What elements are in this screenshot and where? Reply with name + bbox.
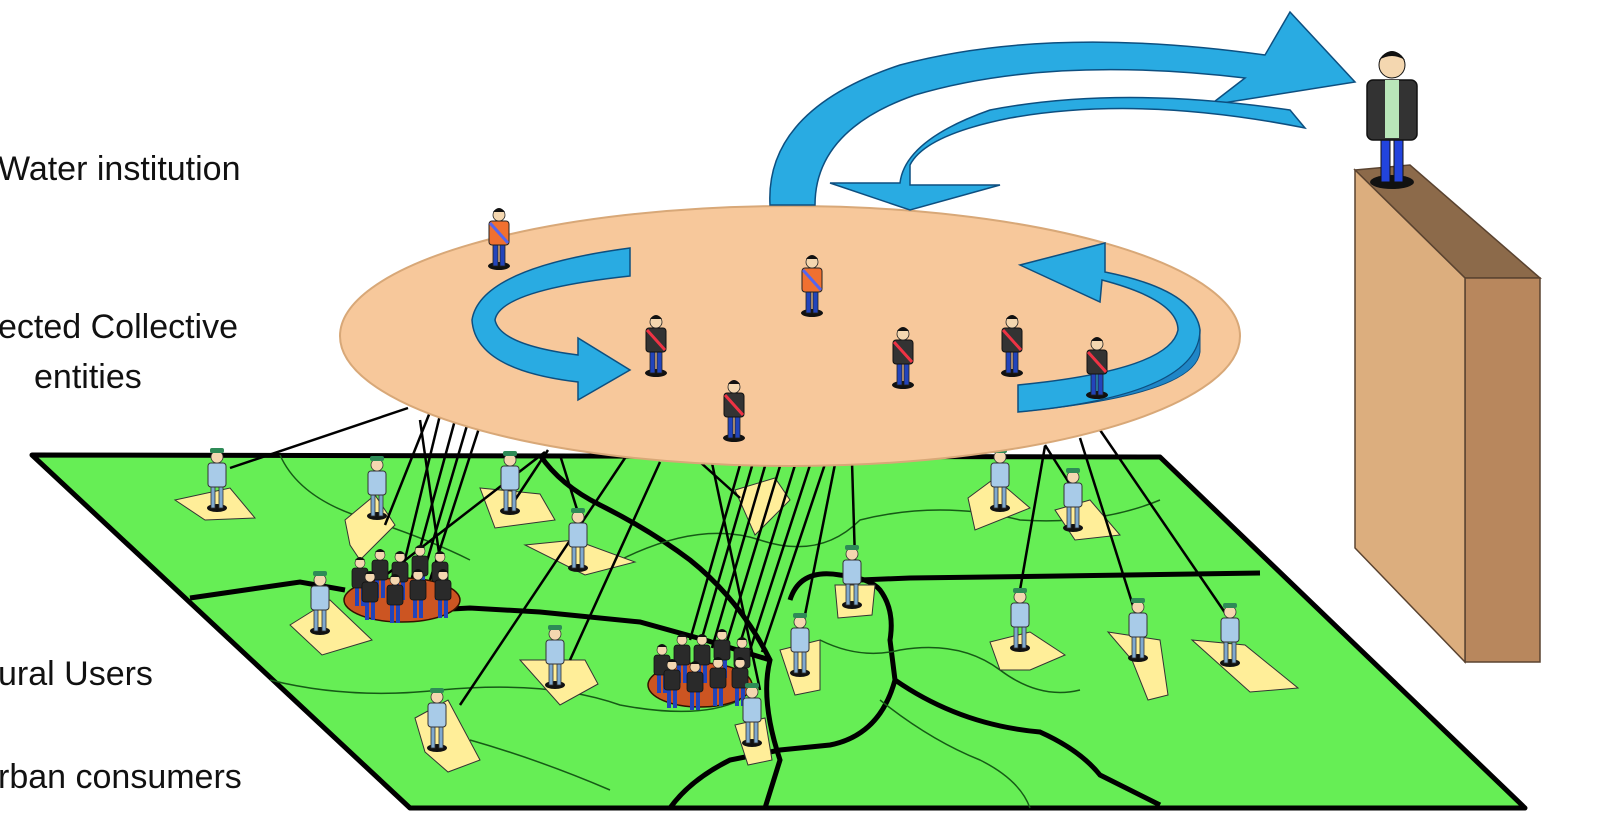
collective-entities-label-line2: entities [34,358,142,396]
rural-territory-map [29,452,1528,811]
collective-entities-label-line1: ected Collective [0,308,238,346]
urban-consumers-label: rban consumers [0,758,242,796]
urban-crowd-left [343,544,461,624]
water-institution-label: Water institution [0,150,241,188]
institution-pillar [1353,164,1543,664]
institution-person-icon [1366,51,1418,189]
deliberation-arrow-left [471,247,632,402]
legend-labels: Water institution ected Collective entit… [0,150,242,796]
upward-arrow-to-institution [769,10,1357,206]
downward-arrow-from-institution [829,96,1307,211]
rural-users-label: ural Users [0,655,153,693]
deliberation-arrow-right [1017,242,1201,413]
